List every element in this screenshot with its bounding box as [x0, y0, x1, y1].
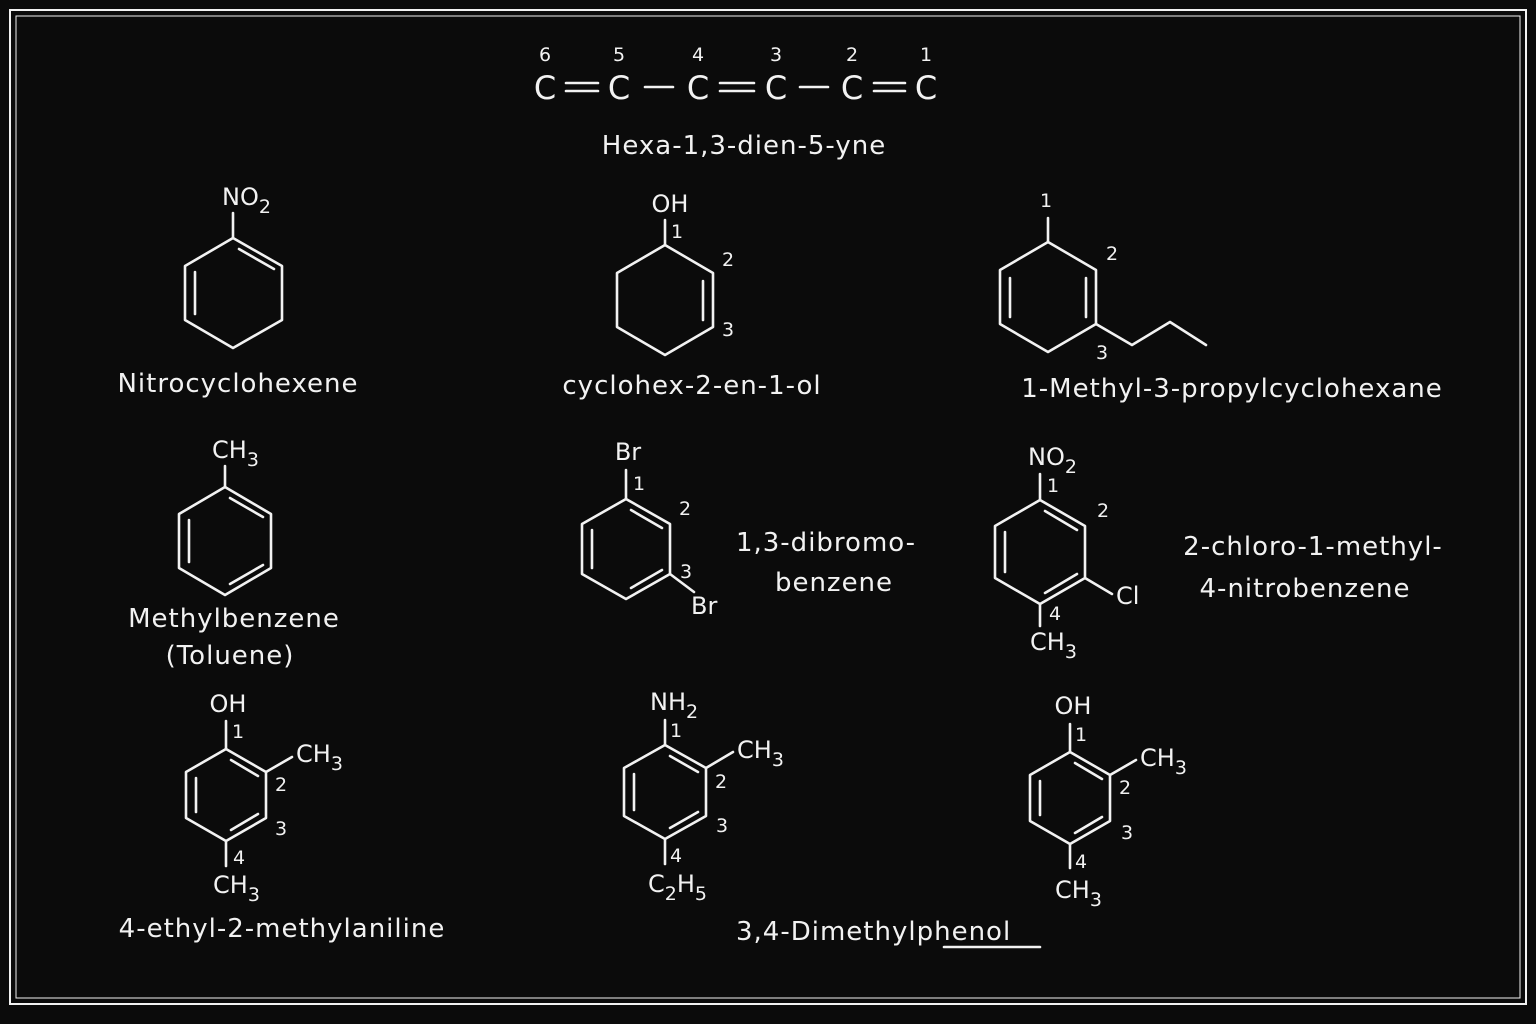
chain-structure: 6 5 4 3 2 1 C C C C C C Hexa-1,3-dien-5-… — [534, 44, 937, 161]
phenol-methyl-4-label: CH3 — [1055, 876, 1102, 911]
bottom-left-locant-4: 4 — [233, 847, 245, 869]
dibromo-bromine-1-label: Br — [615, 438, 641, 466]
chain-number-1: 1 — [920, 44, 932, 66]
bottom-left-locant-2: 2 — [275, 774, 287, 796]
chloronitro-name-line1: 2-chloro-1-methyl- — [1183, 532, 1443, 562]
chloronitro-locant-4: 4 — [1049, 603, 1061, 625]
chain-atom-c2: C — [841, 69, 863, 107]
bottom-left-methyl-2-label: CH3 — [296, 740, 343, 775]
chloronitro-nitro-label: NO2 — [1028, 443, 1077, 478]
dibromobenzene-structure: Br 1 2 3 Br 1,3-dibromo- benzene — [580, 438, 916, 620]
dibromobenzene-name-line1: 1,3-dibromo- — [736, 528, 916, 558]
aniline-locant-4: 4 — [670, 845, 682, 867]
phenol-locant-4: 4 — [1075, 851, 1087, 873]
dibromo-locant-1: 1 — [633, 473, 645, 495]
bottom-left-methyl-4-label: CH3 — [213, 871, 260, 906]
chloronitro-locant-1: 1 — [1047, 475, 1059, 497]
dibromobenzene-ring — [580, 468, 696, 601]
chain-number-4: 4 — [692, 44, 704, 66]
cyclohexenol-locant-3: 3 — [722, 319, 734, 341]
chloronitro-structure: NO2 1 2 Cl 4 CH3 2-chloro-1-methyl- 4-ni… — [993, 443, 1443, 663]
board-frame — [9, 9, 1527, 1005]
nitrocyclohexene-name: Nitrocyclohexene — [117, 369, 358, 399]
nitrocyclohexene-ring — [183, 211, 284, 350]
chain-atom-c1: C — [915, 69, 937, 107]
chloronitro-name-line2: 4-nitrobenzene — [1200, 574, 1411, 604]
dibromo-bromine-3-label: Br — [691, 592, 717, 620]
bottom-left-name: 4-ethyl-2-methylaniline — [119, 914, 446, 944]
methylpropyl-locant-3: 3 — [1096, 342, 1108, 364]
chain-number-3: 3 — [770, 44, 782, 66]
nitrocyclohexene-structure: NO2 Nitrocyclohexene — [117, 183, 358, 399]
chloronitro-ring — [993, 472, 1114, 628]
toluene-name: Methylbenzene — [128, 604, 340, 634]
dibromo-locant-3: 3 — [680, 561, 692, 583]
chloronitro-chlorine-label: Cl — [1116, 582, 1139, 610]
methylpropyl-structure: 1 2 3 1-Methyl-3-propylcyclohexane — [998, 190, 1443, 404]
phenol-locant-2: 2 — [1119, 777, 1131, 799]
cyclohexenol-structure: OH 1 2 3 cyclohex-2-en-1-ol — [562, 190, 821, 401]
aniline-ring — [622, 718, 735, 866]
bottom-left-locant-3: 3 — [275, 818, 287, 840]
toluene-common-name: (Toluene) — [166, 641, 295, 671]
aniline-methyl-label: CH3 — [737, 736, 784, 771]
bottom-left-structure: OH 1 CH3 2 3 4 CH3 4-ethyl-2-methylanili… — [119, 690, 446, 944]
bottom-left-ring — [184, 719, 294, 868]
dimethylphenol-name-underlined: phenol — [917, 917, 1012, 947]
bottom-left-locant-1: 1 — [232, 721, 244, 743]
cyclohexenol-locant-2: 2 — [722, 249, 734, 271]
aniline-ethyl-label: C2H5 — [648, 870, 707, 905]
chain-atom-c3: C — [765, 69, 787, 107]
phenol-locant-3: 3 — [1121, 822, 1133, 844]
methylpropyl-name: 1-Methyl-3-propylcyclohexane — [1021, 374, 1443, 404]
methylpropyl-locant-2: 2 — [1106, 243, 1118, 265]
chain-number-6: 6 — [539, 44, 551, 66]
aniline-locant-1: 1 — [670, 720, 682, 742]
phenol-locant-1: 1 — [1075, 724, 1087, 746]
chain-atom-c5: C — [608, 69, 630, 107]
toluene-structure: CH3 Methylbenzene (Toluene) — [128, 436, 340, 671]
chain-atom-c6: C — [534, 69, 556, 107]
dibromobenzene-name-line2: benzene — [775, 568, 893, 598]
chloronitro-methyl-label: CH3 — [1030, 628, 1077, 663]
aniline-locant-3: 3 — [716, 815, 728, 837]
phenol-methyl-2-label: CH3 — [1140, 744, 1187, 779]
bottom-left-hydroxyl-label: OH — [210, 690, 247, 718]
toluene-ring — [177, 464, 273, 597]
aniline-locant-2: 2 — [715, 771, 727, 793]
chain-number-5: 5 — [613, 44, 625, 66]
bottom-middle-structure: NH2 1 CH3 2 3 4 C2H5 — [622, 688, 784, 905]
chain-number-2: 2 — [846, 44, 858, 66]
chain-name: Hexa-1,3-dien-5-yne — [602, 131, 886, 161]
board-frame-inner — [15, 15, 1521, 999]
dibromo-locant-2: 2 — [679, 498, 691, 520]
dimethylphenol-structure: OH 1 CH3 2 3 4 CH3 3,4-Dimethylphenol — [736, 692, 1187, 949]
nitro-group-label: NO2 — [222, 183, 271, 218]
chloronitro-locant-2: 2 — [1097, 500, 1109, 522]
cyclohexenol-locant-1: 1 — [671, 221, 683, 243]
phenol-ring — [1028, 722, 1138, 870]
cyclohexenol-ring — [615, 218, 715, 357]
methylpropyl-locant-1: 1 — [1040, 190, 1052, 212]
chain-bonds — [564, 81, 907, 93]
dimethylphenol-name: 3,4-Dimethylphenol — [736, 917, 1011, 947]
cyclohexenol-hydroxyl-label: OH — [652, 190, 689, 218]
cyclohexenol-name: cyclohex-2-en-1-ol — [562, 371, 821, 401]
aniline-amino-label: NH2 — [650, 688, 698, 723]
methylpropyl-ring — [998, 216, 1208, 354]
chain-atom-c4: C — [687, 69, 709, 107]
toluene-methyl-label: CH3 — [212, 436, 259, 471]
phenol-hydroxyl-label: OH — [1055, 692, 1092, 720]
